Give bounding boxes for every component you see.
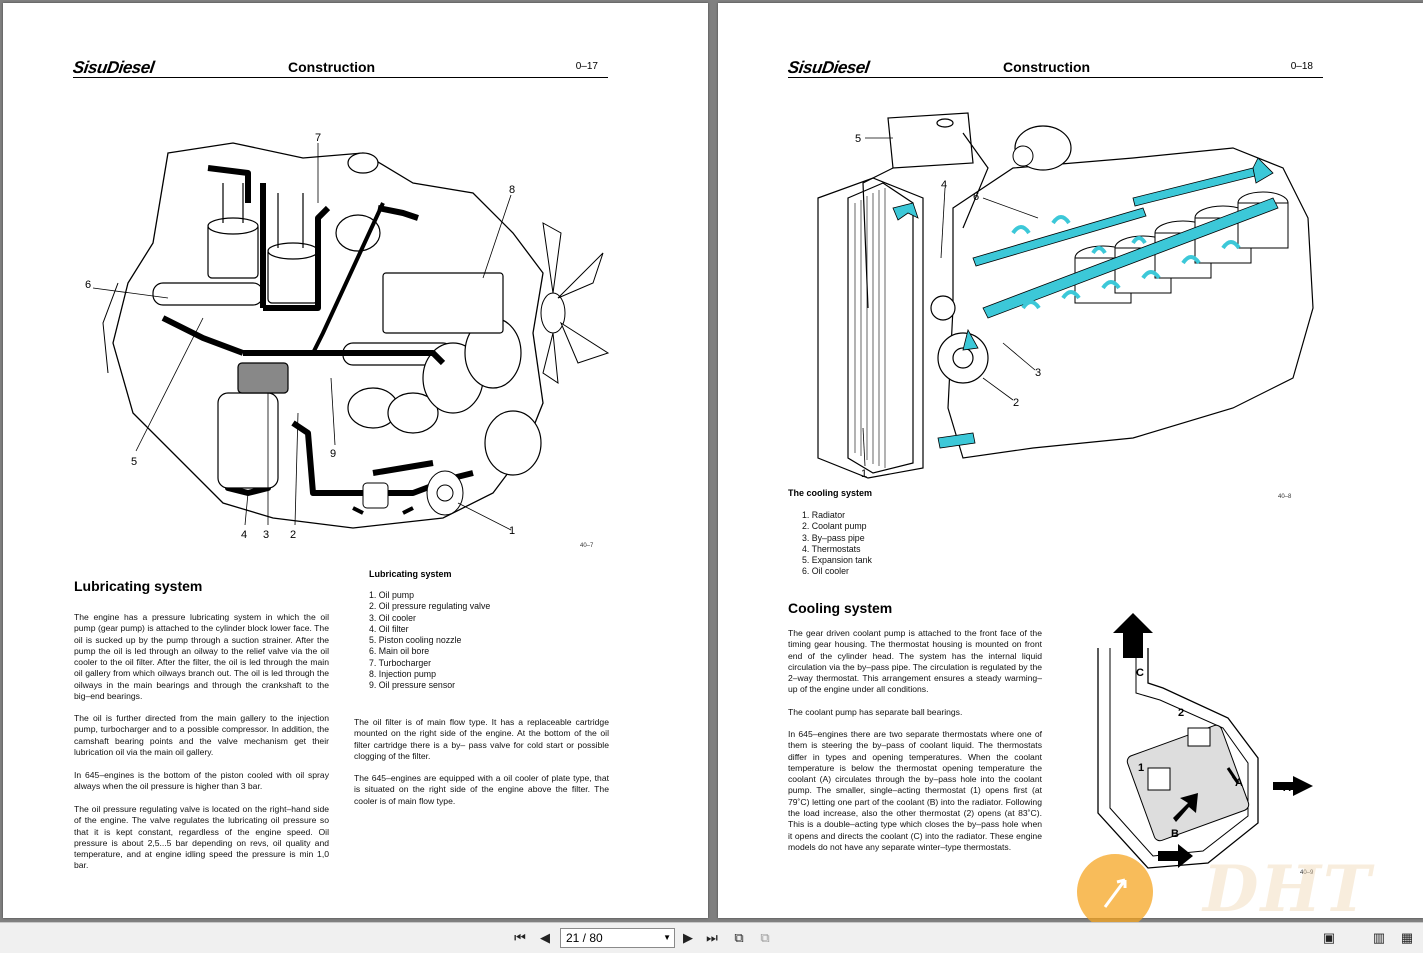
sisudiesel-logo: SisuDiesel xyxy=(786,58,871,77)
cooling-system-diagram: 5 4 6 3 2 1 xyxy=(817,112,1314,480)
figure-label: 6 xyxy=(973,191,979,203)
list-title: Lubricating system xyxy=(369,569,452,579)
figure-label: A xyxy=(1283,782,1291,794)
figure-label: 2 xyxy=(1178,707,1184,719)
list-item: 6. Main oil bore xyxy=(369,646,430,657)
body-paragraph: The oil pressure regulating valve is loc… xyxy=(74,804,329,871)
body-paragraph: In 645–engines there are two separate th… xyxy=(788,729,1042,852)
page-indicator: 21 / 80 xyxy=(566,931,603,945)
body-paragraph: The 645–engines are equipped with a oil … xyxy=(354,773,609,806)
parts-list: 1. Radiator 2. Coolant pump 3. By–pass p… xyxy=(802,510,872,578)
page-number: 0–17 xyxy=(575,61,598,72)
figure-caption: The cooling system xyxy=(788,488,873,498)
bottom-toolbar: ⏮ ◀ 21 / 80 ▼ ▶ ⏭ ⧉ ⧉ ▣ ▥ ▦ xyxy=(0,922,1423,953)
list-item: 9. Oil pressure sensor xyxy=(369,680,456,691)
list-item: 5. Expansion tank xyxy=(802,555,872,566)
pdf-page-right: SisuDiesel Construction 0–18 xyxy=(718,3,1423,918)
sisudiesel-logo: SisuDiesel xyxy=(71,58,156,77)
figure-label: 5 xyxy=(855,133,861,145)
figure-label: 1 xyxy=(1138,762,1144,774)
section-title: Lubricating system xyxy=(74,578,203,594)
figure-label: 1 xyxy=(861,468,867,480)
document-viewer[interactable]: SisuDiesel Construction 0–17 xyxy=(0,0,1423,922)
body-paragraph: The engine has a pressure lubricating sy… xyxy=(74,612,329,702)
pdf-page-left: SisuDiesel Construction 0–17 xyxy=(3,3,708,918)
header-title: Construction xyxy=(288,59,376,75)
figure-label: 3 xyxy=(263,529,269,541)
zoom-icon[interactable]: ▣ xyxy=(1322,930,1336,945)
first-page-icon[interactable]: ⏮ xyxy=(514,930,526,945)
figure-label: 6 xyxy=(85,279,91,291)
figure-label: C xyxy=(1136,667,1144,679)
figure-label: 4 xyxy=(241,529,247,541)
list-item: 4. Thermostats xyxy=(802,543,861,554)
figure-reference: 40–9 xyxy=(1300,870,1314,876)
list-item: 3. By–pass pipe xyxy=(802,532,865,543)
body-paragraph: The oil filter is of main flow type. It … xyxy=(354,717,609,761)
list-item: 1. Radiator xyxy=(802,510,846,520)
figure-label: 4 xyxy=(941,179,947,191)
list-item: 6. Oil cooler xyxy=(802,566,849,577)
page-number-selector[interactable]: 21 / 80 ▼ xyxy=(560,928,675,948)
figure-label: 2 xyxy=(1013,397,1019,409)
list-item: 5. Piston cooling nozzle xyxy=(369,635,462,646)
body-paragraph: The gear driven coolant pump is attached… xyxy=(788,628,1042,695)
fit-page-icon[interactable]: ⧉ xyxy=(734,930,744,945)
figure-label: B xyxy=(1171,828,1179,840)
figure-label: 5 xyxy=(131,456,137,468)
figure-label: 7 xyxy=(315,132,321,144)
parts-list: 1. Oil pump 2. Oil pressure regulating v… xyxy=(369,590,490,692)
list-item: 1. Oil pump xyxy=(369,590,414,600)
list-item: 2. Oil pressure regulating valve xyxy=(369,601,491,612)
figure-label: 1 xyxy=(509,525,515,537)
figure-reference: 40–8 xyxy=(1278,494,1292,500)
body-paragraph: In 645–engines is the bottom of the pist… xyxy=(74,770,329,792)
figure-label: 9 xyxy=(330,448,336,460)
page-header: SisuDiesel Construction 0–17 xyxy=(71,58,608,78)
next-page-icon[interactable]: ▶ xyxy=(683,930,693,945)
list-item: 8. Injection pump xyxy=(369,669,436,680)
header-title: Construction xyxy=(1003,59,1091,75)
figure-reference: 40–7 xyxy=(580,543,594,549)
thumbnail-view-icon[interactable]: ▦ xyxy=(1400,930,1414,945)
previous-page-icon[interactable]: ◀ xyxy=(540,930,550,945)
body-paragraph: The oil is further directed from the mai… xyxy=(74,713,329,757)
figure-label: 2 xyxy=(290,529,296,541)
list-item: 7. Turbocharger xyxy=(369,657,432,668)
chevron-down-icon: ▼ xyxy=(663,933,671,942)
page-header: SisuDiesel Construction 0–18 xyxy=(786,58,1323,78)
body-paragraph: The coolant pump has separate ball beari… xyxy=(788,707,963,717)
figure-label: 3 xyxy=(1035,367,1041,379)
figure-label: 8 xyxy=(509,184,515,196)
last-page-icon[interactable]: ⏭ xyxy=(706,930,718,945)
list-item: 2. Coolant pump xyxy=(802,521,867,532)
page-number: 0–18 xyxy=(1290,61,1313,72)
rotate-icon[interactable]: ⧉ xyxy=(760,930,770,945)
figure-label: A xyxy=(1235,777,1243,789)
list-item: 4. Oil filter xyxy=(369,623,409,634)
list-item: 3. Oil cooler xyxy=(369,612,416,623)
section-title: Cooling system xyxy=(788,600,893,616)
two-page-view-icon[interactable]: ▥ xyxy=(1372,930,1386,945)
lubrication-system-diagram: 7 8 6 5 4 3 2 9 1 xyxy=(85,132,610,541)
thermostat-diagram: C 2 1 A A B xyxy=(1097,613,1313,869)
